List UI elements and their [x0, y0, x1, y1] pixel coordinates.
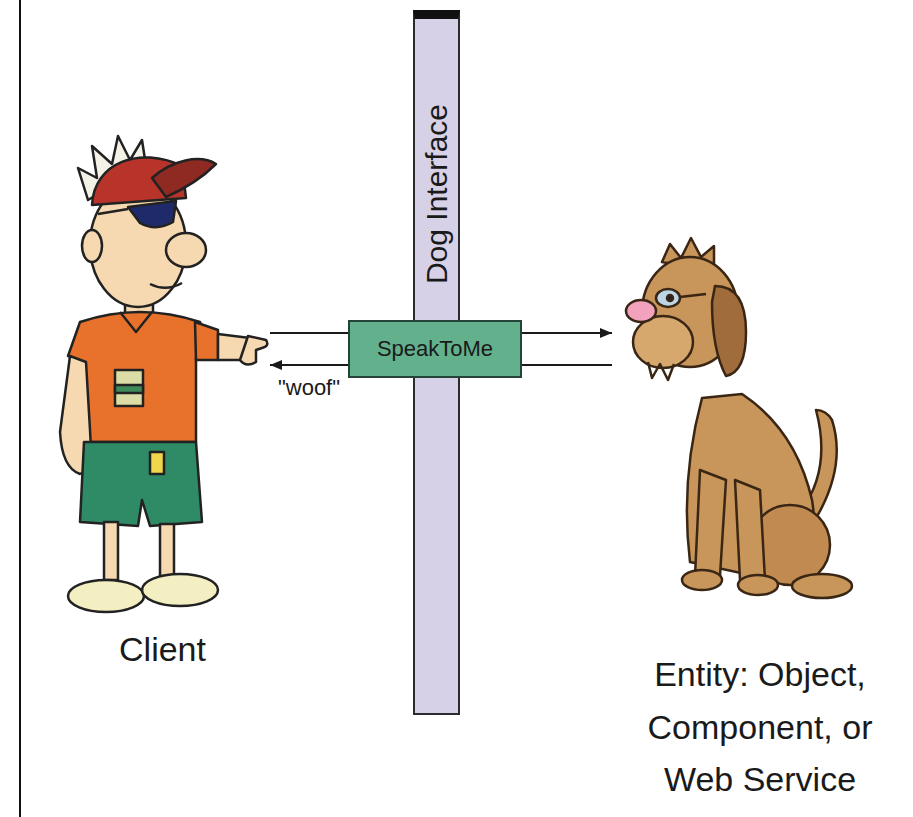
client-man-figure	[142, 574, 218, 606]
dog-figure	[738, 575, 778, 595]
dog-figure	[656, 289, 680, 307]
client-man-figure	[160, 524, 174, 576]
client-man-figure	[150, 283, 182, 288]
message-arrow	[522, 364, 612, 366]
frame-line	[19, 0, 21, 817]
message-arrow	[522, 332, 612, 334]
dog-figure	[667, 295, 673, 301]
figure-caption: Entity: Object, Component, or Web Servic…	[640, 648, 880, 806]
client-man-figure	[120, 312, 152, 332]
dog-figure	[626, 300, 656, 322]
dog-figure	[648, 362, 674, 380]
client-man-figure	[115, 385, 143, 393]
client-man-figure	[98, 209, 128, 214]
entity-figure: Entity: Object, Component, or Web Servic…	[612, 250, 908, 810]
client-man-figure	[240, 336, 267, 365]
return-value: "woof"	[276, 375, 342, 401]
client-man-figure	[152, 159, 216, 197]
frame-line	[20, 0, 21, 817]
dog-figure	[633, 316, 693, 368]
client-man-figure	[150, 452, 164, 474]
interface-label: Dog Interface	[420, 104, 454, 284]
dog-figure	[680, 294, 706, 297]
dog-figure	[695, 470, 726, 576]
dog-figure	[712, 286, 746, 376]
message-arrow	[270, 332, 348, 334]
dog-figure	[626, 238, 852, 598]
client-man-figure	[128, 201, 176, 227]
client-man-figure	[104, 522, 118, 580]
client-man-figure	[80, 442, 202, 526]
client-man-figure	[60, 136, 267, 612]
client-man-figure	[195, 322, 218, 360]
dog-figure	[792, 574, 852, 598]
client-figure: Client	[55, 140, 270, 680]
dog-figure	[735, 480, 765, 580]
client-man-figure	[82, 230, 102, 262]
message-arrow	[270, 364, 348, 366]
client-man-figure	[68, 580, 144, 612]
client-man-figure	[166, 233, 206, 267]
figure-caption: Client	[119, 623, 206, 676]
method-label: SpeakToMe	[377, 336, 493, 362]
dog-figure	[682, 570, 722, 590]
client-man-figure	[115, 370, 143, 406]
method-box: SpeakToMe	[348, 320, 522, 378]
